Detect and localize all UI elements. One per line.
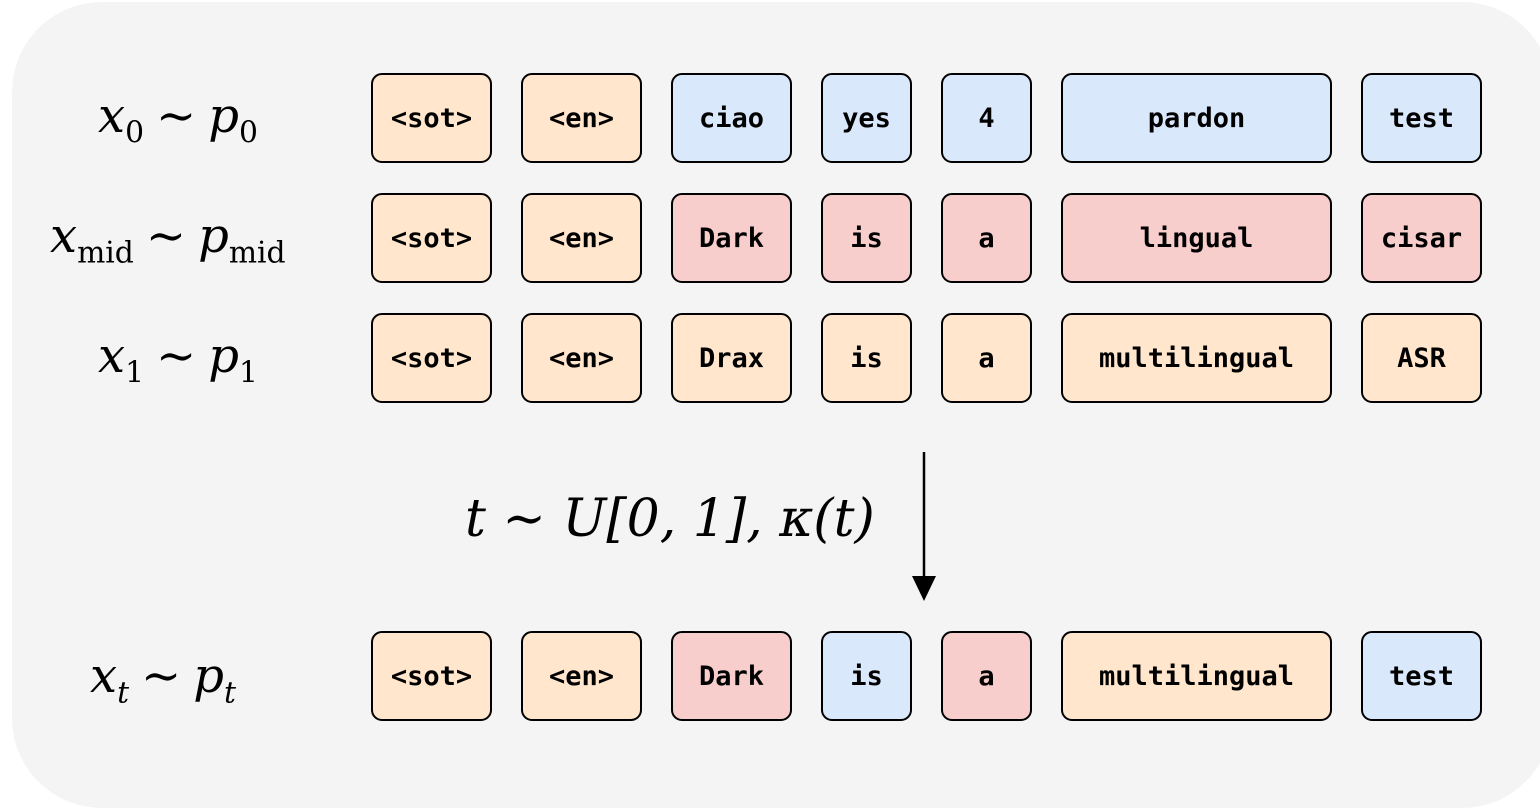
token-xt-6: test [1361, 631, 1482, 721]
token-xmid-6: cisar [1361, 193, 1482, 283]
token-x1-3: is [821, 313, 912, 403]
token-x0-3: yes [821, 73, 912, 163]
token-xt-0: <sot> [371, 631, 492, 721]
token-x1-2: Drax [671, 313, 792, 403]
label-xt: xt∼pt [90, 648, 236, 711]
token-x1-1: <en> [521, 313, 642, 403]
token-x0-4: 4 [941, 73, 1032, 163]
label-x0: x0∼p0 [98, 88, 258, 151]
token-xmid-2: Dark [671, 193, 792, 283]
token-x0-0: <sot> [371, 73, 492, 163]
token-xmid-1: <en> [521, 193, 642, 283]
token-x0-6: test [1361, 73, 1482, 163]
token-x1-6: ASR [1361, 313, 1482, 403]
token-x0-2: ciao [671, 73, 792, 163]
token-xmid-3: is [821, 193, 912, 283]
token-xt-1: <en> [521, 631, 642, 721]
token-xt-2: Dark [671, 631, 792, 721]
token-xmid-5: lingual [1061, 193, 1332, 283]
sampling-label: t ∼ U[0, 1], κ(t) [465, 489, 875, 549]
arrow-head [912, 576, 936, 601]
token-x0-1: <en> [521, 73, 642, 163]
token-x0-5: pardon [1061, 73, 1332, 163]
token-xt-4: a [941, 631, 1032, 721]
token-x1-5: multilingual [1061, 313, 1332, 403]
label-xmid: xmid∼pmid [50, 208, 286, 271]
token-xt-3: is [821, 631, 912, 721]
token-x1-0: <sot> [371, 313, 492, 403]
token-xt-5: multilingual [1061, 631, 1332, 721]
token-xmid-4: a [941, 193, 1032, 283]
label-x1: x1∼p1 [98, 328, 258, 391]
token-xmid-0: <sot> [371, 193, 492, 283]
token-x1-4: a [941, 313, 1032, 403]
